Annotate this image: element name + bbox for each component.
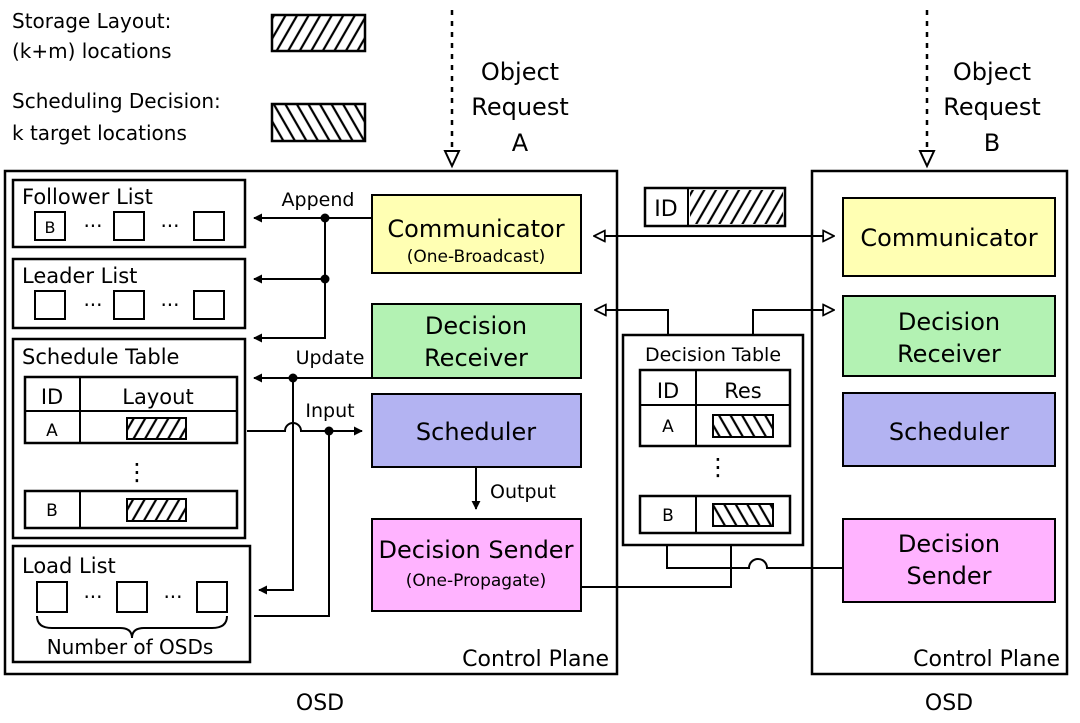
input-label: Input xyxy=(305,400,354,422)
left-decision-sender-subtitle: (One-Propagate) xyxy=(406,571,547,591)
schedule-row-a-layout xyxy=(126,417,187,440)
right-decision-receiver-line1: Decision xyxy=(898,308,1000,336)
right-scheduler-box xyxy=(842,392,1056,467)
follower-list-title: Follower List xyxy=(22,185,153,209)
follower-list-first-item: B xyxy=(45,218,56,237)
message-layout-swatch xyxy=(690,190,783,224)
leader-list: Leader List ··· ··· xyxy=(11,257,247,330)
schedule-row-b-layout xyxy=(126,498,187,522)
append-label: Append xyxy=(282,189,355,211)
decision-row-b-id: B xyxy=(662,506,674,526)
left-control-plane-label: Control Plane xyxy=(462,647,609,672)
right-osd: Control Plane OSD Communicator Decision … xyxy=(810,169,1069,716)
leader-ellipsis-1: ··· xyxy=(83,293,102,317)
left-communicator-box xyxy=(371,194,582,274)
decision-row-a-id: A xyxy=(662,417,674,437)
request-b-line3: B xyxy=(984,129,1000,157)
follower-ellipsis-1: ··· xyxy=(83,214,102,238)
object-request-b: Object Request B xyxy=(918,10,1041,169)
load-list: Load List ··· ··· Number of OSDs xyxy=(11,544,252,664)
decision-col-id: ID xyxy=(657,379,679,403)
legend-storage-swatch xyxy=(270,13,367,53)
request-b-line2: Request xyxy=(943,93,1041,121)
left-osd-label: OSD xyxy=(296,691,344,716)
output-label: Output xyxy=(490,481,556,503)
left-control-plane-box xyxy=(3,169,619,676)
right-control-plane-label: Control Plane xyxy=(913,647,1060,672)
left-decision-receiver-box xyxy=(371,303,582,379)
decision-row-b-res xyxy=(712,503,774,527)
right-decision-sender-line2: Sender xyxy=(906,562,991,590)
left-internal-connectors: Append Update Input Output xyxy=(247,189,556,617)
legend-storage-line2: (k+m) locations xyxy=(12,39,172,63)
legend-decision-line1: Scheduling Decision: xyxy=(12,89,221,113)
object-request-a: Object Request A xyxy=(443,10,569,169)
legend-decision-swatch xyxy=(270,102,367,143)
request-b-line1: Object xyxy=(953,58,1031,86)
right-control-plane-box xyxy=(810,169,1069,676)
left-osd: Control Plane OSD Follower List B ··· ··… xyxy=(3,169,619,716)
legend-decision-line2: k target locations xyxy=(12,121,187,145)
schedule-col-layout: Layout xyxy=(122,385,193,409)
right-scheduler-title: Scheduler xyxy=(889,418,1009,446)
decision-vdots: ⋮ xyxy=(706,453,730,481)
request-a-arrow-icon xyxy=(443,150,461,169)
follower-list: Follower List B ··· ··· xyxy=(11,178,247,249)
request-b-arrow-icon xyxy=(918,150,936,169)
left-decision-receiver-line2: Receiver xyxy=(424,344,528,372)
decision-table-title: Decision Table xyxy=(645,344,781,366)
load-ellipsis-2: ··· xyxy=(163,585,182,609)
schedule-table: Schedule Table ID Layout A ⋮ B xyxy=(11,337,247,540)
legend: Storage Layout: (k+m) locations Scheduli… xyxy=(12,9,367,145)
decision-to-left-receiver xyxy=(595,310,669,335)
left-decision-sender-box xyxy=(371,518,582,612)
leader-list-title: Leader List xyxy=(22,264,137,288)
follower-ellipsis-2: ··· xyxy=(160,214,179,238)
request-a-line1: Object xyxy=(481,58,559,86)
schedule-vdots: ⋮ xyxy=(125,458,149,486)
decision-row-a-res xyxy=(712,414,774,438)
load-list-title: Load List xyxy=(22,554,116,578)
left-decision-sender-title: Decision Sender xyxy=(379,536,574,564)
request-a-line3: A xyxy=(512,129,529,157)
decision-table: Decision Table ID Res A ⋮ B xyxy=(621,333,805,547)
left-communicator-subtitle: (One-Broadcast) xyxy=(407,247,546,267)
left-communicator-title: Communicator xyxy=(387,215,564,243)
right-decision-sender-line1: Decision xyxy=(898,530,1000,558)
decision-col-res: Res xyxy=(724,379,762,403)
right-communicator-title: Communicator xyxy=(860,224,1037,252)
request-a-line2: Request xyxy=(471,93,569,121)
load-ellipsis-1: ··· xyxy=(83,585,102,609)
decision-to-right-receiver xyxy=(752,310,834,335)
number-of-osds-brace xyxy=(36,615,228,639)
broadcast-message: ID xyxy=(643,186,787,228)
update-label: Update xyxy=(296,347,365,369)
schedule-col-id: ID xyxy=(41,385,63,409)
left-scheduler-title: Scheduler xyxy=(416,418,536,446)
legend-storage-line1: Storage Layout: xyxy=(12,9,171,33)
schedule-table-title: Schedule Table xyxy=(22,345,179,369)
right-osd-label: OSD xyxy=(925,691,973,716)
left-sender-to-decision xyxy=(581,545,732,588)
schedule-row-b-id: B xyxy=(46,501,58,521)
message-id: ID xyxy=(654,197,677,222)
right-decision-receiver-line2: Receiver xyxy=(897,340,1001,368)
right-sender-to-decision xyxy=(666,545,843,569)
right-decision-sender-box xyxy=(842,518,1056,603)
schedule-row-a-id: A xyxy=(46,421,58,441)
leader-ellipsis-2: ··· xyxy=(160,293,179,317)
right-decision-receiver-box xyxy=(842,295,1056,377)
left-decision-receiver-line1: Decision xyxy=(425,312,527,340)
number-of-osds-label: Number of OSDs xyxy=(47,635,214,659)
right-communicator-box xyxy=(842,197,1056,277)
